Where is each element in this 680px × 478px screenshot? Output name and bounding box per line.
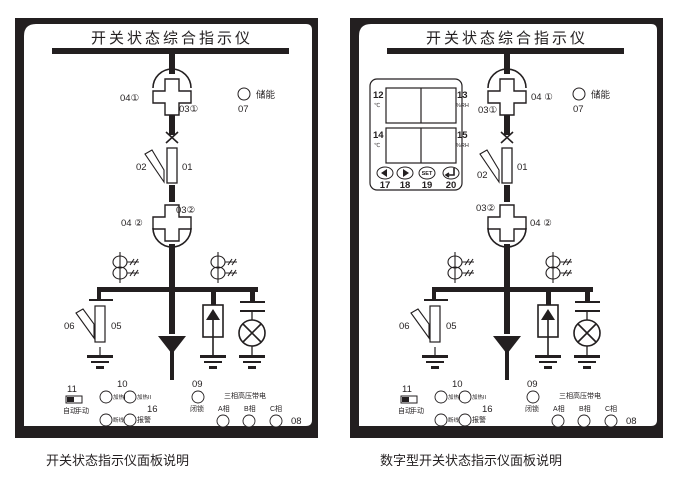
alarm-label: 报警 [137,415,151,424]
label-03-1: 03① [179,104,198,115]
right-panel-title: 开关状态综合指示仪 [426,30,588,47]
phase-b-label: B相 [579,404,591,413]
enter-button[interactable] [442,166,460,180]
label-06: 06 [64,321,75,332]
enter-icon [444,168,455,178]
right-panel-labels: 开关状态综合指示仪 03① 04 ① 储能 07 02 01 03② 04 ② … [398,30,637,427]
mode-auto-label: 自动 [63,406,77,415]
left-panel-title: 开关状态综合指示仪 [91,30,253,47]
label-05: 05 [111,321,122,332]
label-01: 01 [182,162,193,173]
temp1-num: 12 [373,90,384,101]
heater1-label: 加热I [448,393,461,401]
label-01: 01 [517,162,528,173]
heater2-label: 加热II [472,393,487,401]
heater-num: 10 [452,379,463,390]
heater1-label: 加热I [113,393,126,401]
hum2-num: 15 [457,130,468,141]
label-04-2: 04 ② [530,218,552,229]
left-arrow-icon [381,169,387,177]
hv-title: 三相高压带电 [559,391,601,400]
temp2-unit: ℃ [374,142,380,149]
left-panel-labels: 开关状态综合指示仪 04① 03① 储能 07 02 01 03② 04 ② 0… [63,30,302,427]
mode-manual-label: 手动 [410,406,424,415]
left-single-line-diagram [51,47,290,428]
alarm-num: 16 [482,404,493,415]
right-caption: 数字型开关状态指示仪面板说明 [380,454,563,469]
label-05: 05 [446,321,457,332]
label-03-2: 03② [176,205,195,216]
phase-b-label: B相 [244,404,256,413]
lock-label: 闭锁 [190,404,204,413]
hum1-unit: %RH [456,103,469,109]
label-06: 06 [399,321,410,332]
digital-display [369,78,463,191]
label-04-2: 04 ② [121,218,143,229]
phase-c-label: C相 [605,404,617,413]
left-caption: 开关状态指示仪面板说明 [46,454,190,469]
button-18-num: 18 [400,180,411,191]
set-button-label: SET [422,171,433,177]
alarm-num: 16 [147,404,158,415]
hum1-num: 13 [457,90,468,101]
label-03-2: 03② [476,203,495,214]
digital-display-labels: 12 ℃ 13 %RH 14 ℃ 15 %RH SET 17 18 19 20 [373,90,469,191]
button-17-num: 17 [380,180,391,191]
label-03-1: 03① [478,105,497,116]
broken-line-label: 断线 [113,416,125,424]
right-panel [350,18,663,438]
mode-manual-label: 手动 [75,406,89,415]
label-04-1: 04 ① [531,92,553,103]
storage-label: 储能 [591,89,611,101]
hv-title: 三相高压带电 [224,391,266,400]
mode-num: 11 [67,384,77,395]
storage-num: 07 [573,104,584,115]
hum2-unit: %RH [456,143,469,149]
lock-num: 09 [192,379,203,390]
heater-num: 10 [117,379,128,390]
mode-auto-label: 自动 [398,406,412,415]
temp2-num: 14 [373,130,384,141]
phase-a-label: A相 [553,404,565,413]
lock-label: 闭锁 [525,404,539,413]
mode-num: 11 [402,384,412,395]
right-arrow-icon [403,169,409,177]
heater2-label: 加热II [137,393,152,401]
temp1-unit: ℃ [374,102,380,109]
hv-num: 08 [291,416,302,427]
hv-num: 08 [626,416,637,427]
storage-num: 07 [238,104,249,115]
label-02: 02 [136,162,147,173]
broken-line-label: 断线 [448,416,460,424]
button-19-num: 19 [422,180,433,191]
phase-a-label: A相 [218,404,230,413]
set-button[interactable] [418,166,436,180]
label-02: 02 [477,170,488,181]
phase-c-label: C相 [270,404,282,413]
label-04-1: 04① [120,93,139,104]
alarm-label: 报警 [472,415,486,424]
lock-num: 09 [527,379,538,390]
left-panel [15,18,318,438]
button-20-num: 20 [446,180,457,191]
storage-label: 储能 [256,89,276,101]
